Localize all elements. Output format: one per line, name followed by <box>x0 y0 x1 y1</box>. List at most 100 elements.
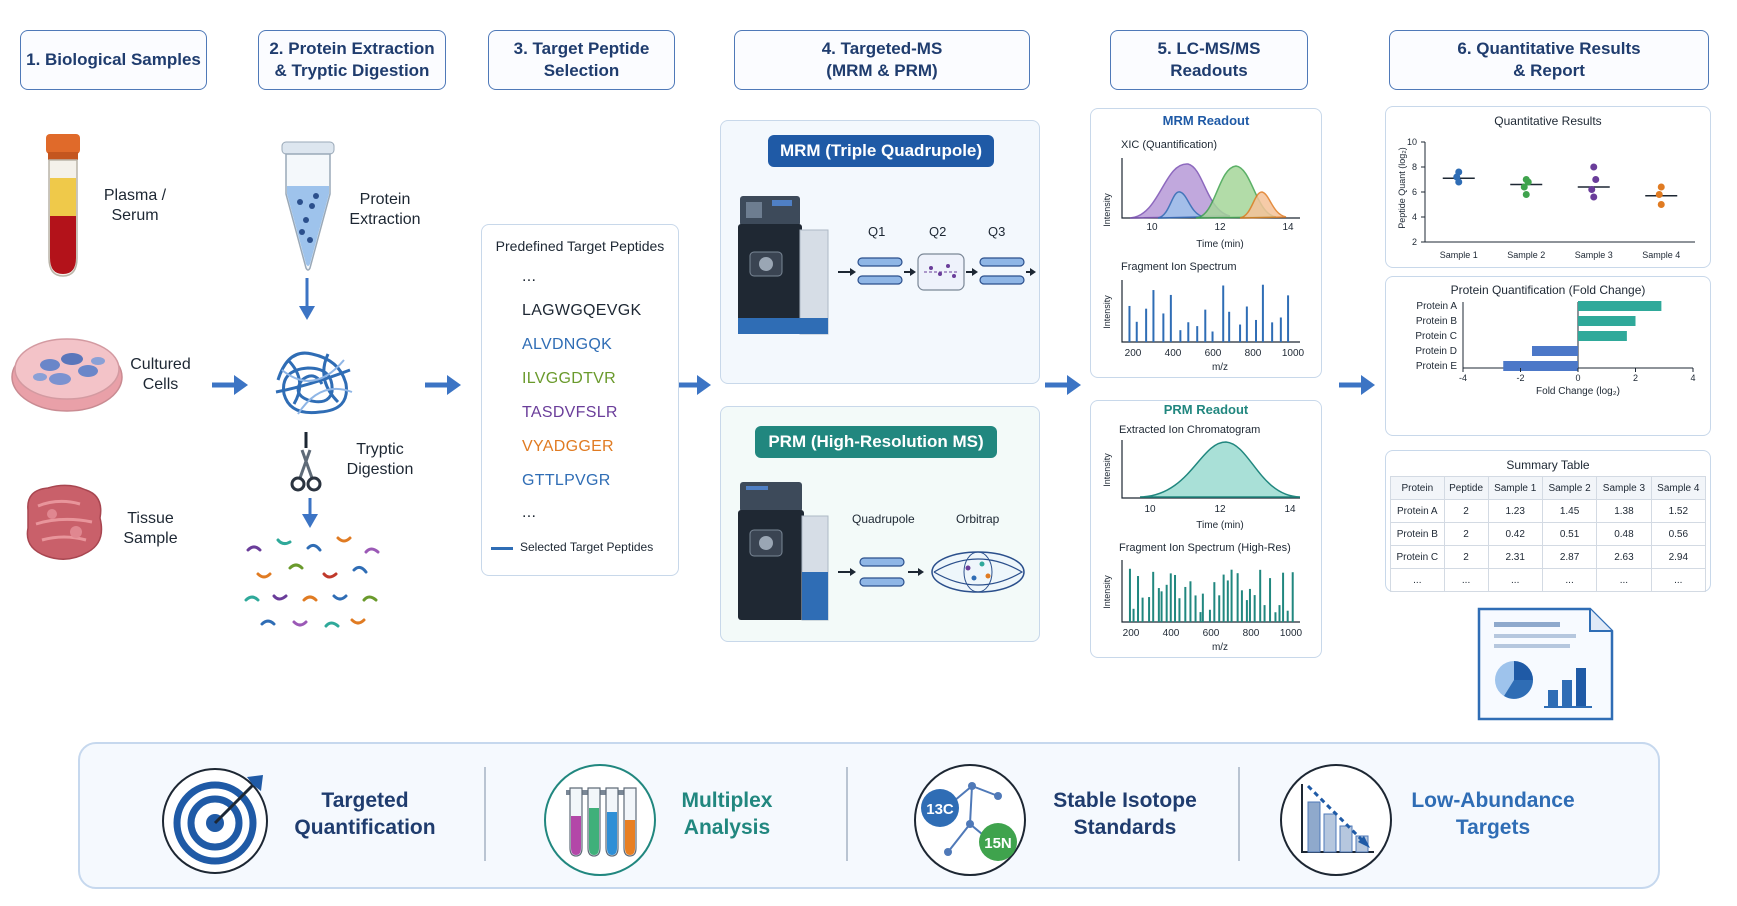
table-cell: Protein A <box>1390 499 1445 523</box>
scatter-ylabel: Peptide Quant (log₂) <box>1397 147 1407 229</box>
feature-multiplex-analysis: Multiplex Analysis <box>681 789 773 839</box>
spectrum-tick: 200 <box>1123 628 1140 639</box>
table-cell: 1.52 <box>1650 499 1707 523</box>
quadrupole-orbitrap-icon <box>838 551 1025 593</box>
peptide-ellipsis-top: ... <box>522 268 537 285</box>
spectrum-xlabel: m/z <box>1212 642 1228 653</box>
isotope-13c-label: 13C <box>926 801 954 818</box>
table-cell: ... <box>1596 568 1652 592</box>
spectrum-tick: 1000 <box>1282 348 1305 359</box>
peptide-sequence: VYADGGER <box>522 438 614 455</box>
peptide-fragments-icon <box>244 536 380 628</box>
x-tick-label: 2 <box>1633 373 1638 383</box>
xic-ylabel: Intensity <box>1102 193 1112 227</box>
data-point <box>1655 191 1663 198</box>
table-cell: 1.45 <box>1541 499 1598 523</box>
table-cell: ... <box>1487 568 1543 592</box>
xic-tick: 14 <box>1282 222 1294 233</box>
peptide-list-title: Predefined Target Peptides <box>495 238 665 254</box>
target-icon <box>162 768 268 874</box>
isotope-icon: 13C 15N <box>914 764 1026 876</box>
fold-change-bar <box>1578 331 1627 341</box>
step-2-header: 2. Protein Extraction & Tryptic Digestio… <box>258 30 446 90</box>
microtube-icon <box>281 141 335 271</box>
protein-extraction-label: Protein Extraction <box>349 191 421 228</box>
fragment-spectrum-title: Fragment Ion Spectrum <box>1121 261 1237 273</box>
y-tick-label: 2 <box>1412 237 1417 247</box>
peptide-legend-label: Selected Target Peptides <box>520 540 654 554</box>
fold-change-bar <box>1578 316 1636 326</box>
step-6-header: 6. Quantitative Results & Report <box>1389 30 1709 90</box>
peptide-sequence: LAGWGQEVGK <box>522 302 642 319</box>
quadrupole-sequence-icon <box>838 253 1036 291</box>
eic-tick: 10 <box>1144 504 1156 515</box>
fold-change-bar <box>1503 361 1578 371</box>
table-cell: 2 <box>1443 545 1489 569</box>
mrm-readout-title: MRM Readout <box>1162 113 1250 128</box>
table-header-cell: Peptide <box>1443 476 1489 500</box>
data-point <box>1657 183 1665 191</box>
x-tick-label: 4 <box>1690 373 1695 383</box>
tissue-icon <box>26 484 103 560</box>
arrow-right-icon <box>675 375 711 395</box>
spectrum-tick: 600 <box>1205 348 1222 359</box>
xic-chart: Intensity 10 12 14 Time (min) <box>1102 158 1300 250</box>
table-cell: 2.31 <box>1487 545 1543 569</box>
table-cell: ... <box>1390 568 1445 592</box>
data-point <box>1520 183 1528 191</box>
eic-ylabel: Intensity <box>1102 453 1112 487</box>
category-label: Protein B <box>1416 316 1457 327</box>
table-header-cell: Sample 4 <box>1650 476 1707 500</box>
x-tick-label: Sample 1 <box>1440 250 1478 260</box>
blood-tube-icon <box>46 134 80 277</box>
legend-line <box>491 547 513 550</box>
petri-dish-icon <box>11 338 123 412</box>
prm-fragment-title: Fragment Ion Spectrum (High-Res) <box>1119 542 1291 554</box>
table-cell: 0.56 <box>1650 522 1707 546</box>
table-cell: ... <box>1541 568 1598 592</box>
mrm-fragment-spectrum: Intensity 200 400 600 800 1000 m/z <box>1102 280 1305 373</box>
step-3-header: 3. Target Peptide Selection <box>488 30 675 90</box>
category-label: Protein A <box>1416 301 1457 312</box>
data-point <box>1592 176 1600 183</box>
fold-change-title: Protein Quantification (Fold Change) <box>1450 283 1646 297</box>
test-tubes-icon <box>544 764 656 876</box>
banner-divider <box>1238 767 1240 861</box>
peptide-sequence: GTTLPVGR <box>522 472 611 489</box>
spectrum-tick: 400 <box>1165 348 1182 359</box>
cultured-cells-label: Cultured Cells <box>130 356 191 393</box>
arrow-right-icon <box>1339 375 1375 395</box>
arrow-right-icon <box>1045 375 1081 395</box>
peptide-sequence: TASDVFSLR <box>522 404 618 421</box>
prm-readout-title: PRM Readout <box>1163 402 1249 417</box>
spectrum-tick: 200 <box>1125 348 1142 359</box>
y-tick-label: 8 <box>1412 162 1417 172</box>
q3-label: Q3 <box>988 224 1006 239</box>
y-tick-label: 6 <box>1412 187 1417 197</box>
spectrum-ylabel: Intensity <box>1102 295 1112 329</box>
table-cell: ... <box>1650 568 1707 592</box>
report-document-icon <box>1477 607 1614 721</box>
table-cell: 2.94 <box>1650 545 1707 569</box>
table-header-cell: Protein <box>1390 476 1445 500</box>
fold-change-bar <box>1532 346 1578 356</box>
feature-low-abundance-targets: Low-Abundance Targets <box>1411 789 1575 839</box>
quant-results-title: Quantitative Results <box>1494 114 1602 128</box>
category-label: Protein E <box>1416 361 1457 372</box>
peptide-list-panel <box>481 224 679 576</box>
table-header-cell: Sample 1 <box>1487 476 1543 500</box>
data-point <box>1590 163 1598 171</box>
data-point <box>1453 173 1461 181</box>
spectrum-tick: 1000 <box>1280 628 1303 639</box>
table-cell: 2 <box>1443 499 1489 523</box>
eic-title: Extracted Ion Chromatogram <box>1119 424 1261 436</box>
tryptic-digestion-label: Tryptic Digestion <box>346 441 414 478</box>
isotope-15n-label: 15N <box>984 835 1012 852</box>
features-banner <box>78 742 1660 889</box>
spectrum-xlabel: m/z <box>1212 362 1228 373</box>
eic-chart: Intensity 10 12 14 Time (min) <box>1102 440 1301 531</box>
table-cell: 0.48 <box>1596 522 1652 546</box>
banner-divider <box>484 767 486 861</box>
